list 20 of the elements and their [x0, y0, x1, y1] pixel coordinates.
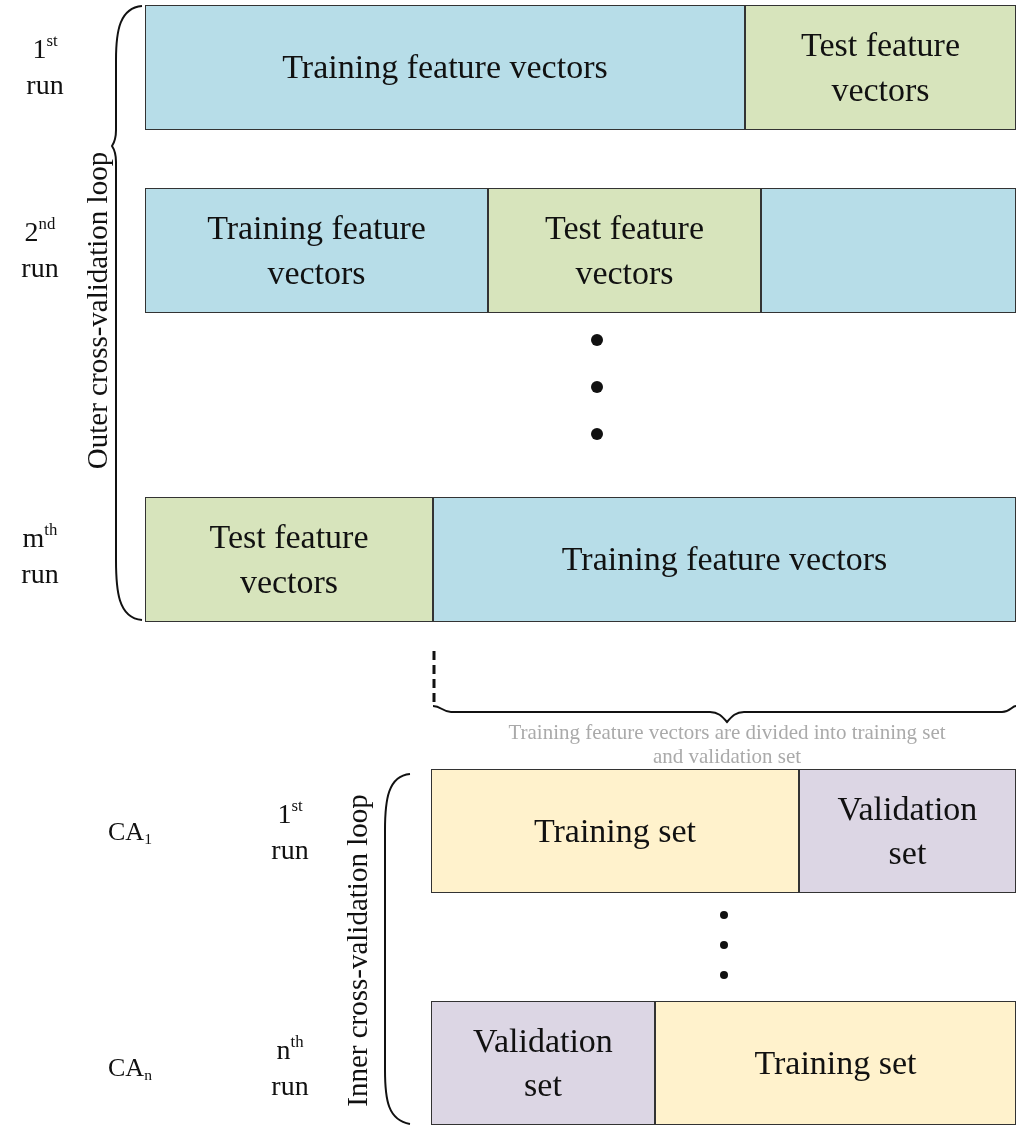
validation-segment: Validation set [799, 769, 1016, 893]
test-segment: Test feature vectors [745, 5, 1016, 130]
training-segment: Training set [431, 769, 799, 893]
run-label: 2$^{nd}$ run [20, 213, 60, 285]
test-segment: Test feature vectors [488, 188, 761, 313]
loop-label: Inner cross-validation loop [342, 792, 372, 1109]
run-label: 1$^{st}$ run [25, 30, 65, 102]
classifier-label: CA$_{n}$ [107, 1052, 153, 1085]
loop-label: Outer cross-validation loop [82, 150, 112, 471]
validation-segment: Validation set [431, 1001, 655, 1125]
run-label: m$^{th}$ run [20, 519, 60, 591]
training-segment: Training feature vectors [145, 188, 488, 313]
training-segment: Training set [655, 1001, 1016, 1125]
run-label: n$^{th}$ run [270, 1031, 310, 1103]
note-text: Training feature vectors are divided into training set and validation set [507, 720, 947, 769]
training-segment: Training feature vectors [145, 5, 745, 130]
test-segment: Test feature vectors [145, 497, 433, 622]
run-label: 1$^{st}$ run [270, 795, 310, 867]
training-segment: Training feature vectors [433, 497, 1016, 622]
classifier-label: CA$_{1}$ [107, 816, 153, 849]
